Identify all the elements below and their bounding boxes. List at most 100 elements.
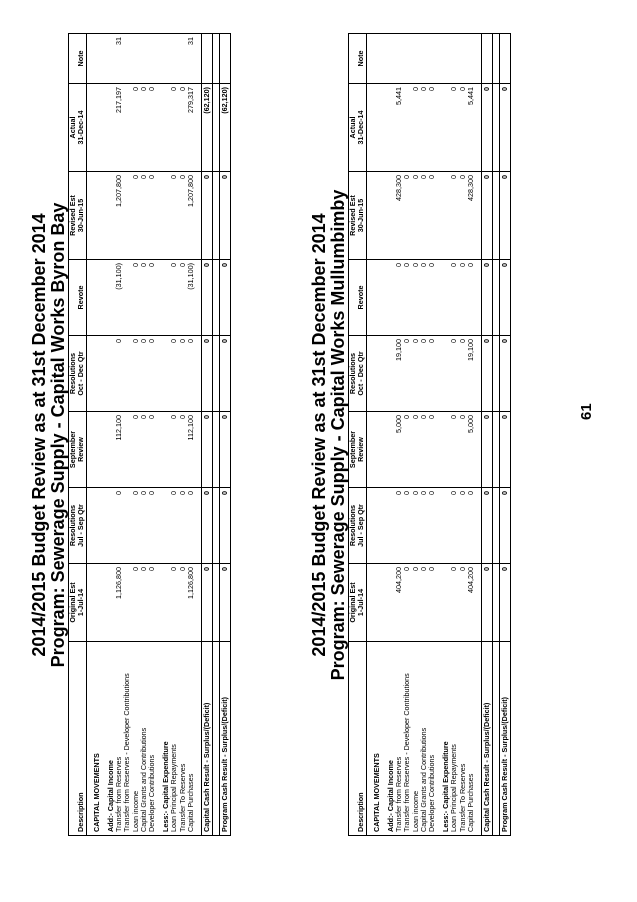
row-value: 0 xyxy=(411,411,420,488)
row-value xyxy=(442,33,451,84)
section-subtitle: Program: Sewerage Supply - Capital Works… xyxy=(48,202,68,668)
row-value: 0 xyxy=(450,563,459,642)
row-value: 0 xyxy=(419,563,429,642)
row-value: 0 xyxy=(131,335,140,412)
row-value xyxy=(492,335,500,412)
row-value xyxy=(442,83,451,172)
row-value xyxy=(107,487,116,564)
row-value xyxy=(162,33,171,84)
row-value: 0 xyxy=(458,411,467,488)
header-description: Description xyxy=(348,641,367,836)
row-value: 0 xyxy=(428,487,437,564)
row-value: 0 xyxy=(148,563,157,642)
table-row: Transfer from Reserves1,126,8000112,1000… xyxy=(115,33,124,836)
row-value xyxy=(212,411,220,488)
row-value xyxy=(387,411,396,488)
row-value xyxy=(492,487,500,564)
row-value: 404,200 xyxy=(466,563,476,642)
row-value xyxy=(212,83,220,172)
row-value: 0 xyxy=(428,563,437,642)
row-value xyxy=(201,33,213,84)
page-number: 61 xyxy=(578,403,595,420)
row-value: 0 xyxy=(201,487,213,564)
row-value: 0 xyxy=(395,259,404,336)
row-value xyxy=(403,33,412,84)
row-value: 0 xyxy=(131,83,140,172)
row-value xyxy=(107,33,116,84)
row-value: 0 xyxy=(481,411,493,488)
row-value: (31,100) xyxy=(115,259,124,336)
table-row: Program Cash Result - Surplus/(Deficit)0… xyxy=(499,33,511,836)
header-revote: Revote xyxy=(348,259,367,336)
row-value: 0 xyxy=(139,411,149,488)
table-row: Loan Principal Repayments0000000 xyxy=(450,33,459,836)
row-value: 0 xyxy=(458,171,467,260)
table-row: Program Cash Result - Surplus/(Deficit)0… xyxy=(219,33,231,836)
row-value xyxy=(92,411,102,488)
row-value xyxy=(107,335,116,412)
row-value xyxy=(450,33,459,84)
row-value: 0 xyxy=(139,335,149,412)
row-value xyxy=(372,83,382,172)
row-value: 0 xyxy=(428,171,437,260)
row-value: 0 xyxy=(148,411,157,488)
row-value: 0 xyxy=(178,563,187,642)
row-value: 0 xyxy=(450,335,459,412)
row-value: 0 xyxy=(499,335,511,412)
row-value: 0 xyxy=(411,563,420,642)
row-value xyxy=(170,33,179,84)
row-value: 0 xyxy=(170,83,179,172)
row-value xyxy=(212,171,220,260)
row-value: 0 xyxy=(499,83,511,172)
row-description: Capital Grants and Contributions xyxy=(139,641,149,836)
row-value xyxy=(212,487,220,564)
row-value: 0 xyxy=(148,83,157,172)
row-value xyxy=(123,171,132,260)
row-value xyxy=(123,563,132,642)
row-value xyxy=(442,411,451,488)
row-value xyxy=(92,33,102,84)
row-value xyxy=(499,33,511,84)
table-row: Transfer from Reserves - Developer Contr… xyxy=(123,33,132,836)
row-description: Less:- Capital Expenditure xyxy=(162,641,171,836)
row-value: 0 xyxy=(201,563,213,642)
row-value: 0 xyxy=(178,171,187,260)
row-value: 0 xyxy=(499,487,511,564)
row-value: 0 xyxy=(395,487,404,564)
row-value xyxy=(466,33,476,84)
row-value: 0 xyxy=(170,411,179,488)
row-value: (62,120) xyxy=(201,83,213,172)
row-value: 31 xyxy=(115,33,124,84)
row-description: Less:- Capital Expenditure xyxy=(442,641,451,836)
row-value: 0 xyxy=(481,83,493,172)
row-description: CAPITAL MOVEMENTS xyxy=(372,641,382,836)
row-value: 0 xyxy=(458,335,467,412)
row-description: Capital Purchases xyxy=(186,641,196,836)
row-value: 112,100 xyxy=(186,411,196,488)
row-description: Transfer from Reserves xyxy=(395,641,404,836)
row-value: 0 xyxy=(219,411,231,488)
row-value: 0 xyxy=(450,259,459,336)
row-value: (62,120) xyxy=(219,83,231,172)
row-value: 0 xyxy=(403,411,412,488)
row-value: 0 xyxy=(450,487,459,564)
table-row: Transfer To Reserves0000000 xyxy=(458,33,467,836)
row-value: 0 xyxy=(481,487,493,564)
row-value: 0 xyxy=(411,487,420,564)
row-value: 0 xyxy=(403,335,412,412)
byron-bay-section: 2014/2015 Budget Review as at 31st Decem… xyxy=(29,33,300,836)
row-value: 0 xyxy=(219,563,231,642)
row-description: Transfer To Reserves xyxy=(458,641,467,836)
section-title: 2014/2015 Budget Review as at 31st Decem… xyxy=(309,213,329,657)
row-value: 0 xyxy=(458,259,467,336)
row-value: 404,200 xyxy=(395,563,404,642)
